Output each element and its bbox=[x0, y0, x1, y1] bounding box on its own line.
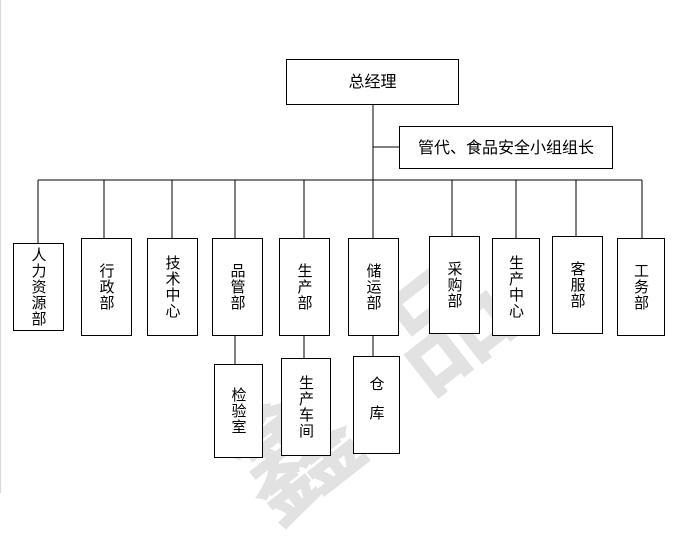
workshop-label: 生产车间 bbox=[297, 375, 315, 439]
dept-hr-label: 人力资源部 bbox=[29, 247, 48, 327]
qc-lab-label: 检验室 bbox=[229, 387, 248, 435]
page-edge bbox=[0, 0, 1, 493]
dept-admin-box: 行政部 bbox=[81, 238, 132, 336]
staff-box: 管代、食品安全小组组长 bbox=[399, 126, 613, 169]
general-manager-label: 总经理 bbox=[348, 72, 397, 91]
org-connectors bbox=[37, 104, 643, 364]
dept-production-center-box: 生产中心 bbox=[492, 238, 540, 336]
dept-logistics-box: 储运部 bbox=[348, 238, 399, 336]
general-manager-box: 总经理 bbox=[286, 59, 459, 105]
qc-lab-box: 检验室 bbox=[214, 364, 263, 458]
dept-engineering-label: 工务部 bbox=[632, 263, 650, 311]
dept-purchasing-label: 采购部 bbox=[445, 261, 464, 309]
dept-production-label: 生产部 bbox=[295, 263, 314, 311]
dept-engineering-box: 工务部 bbox=[617, 238, 665, 336]
warehouse-label: 仓库 bbox=[367, 376, 386, 434]
dept-quality-box: 品管部 bbox=[212, 238, 263, 336]
dept-tech-center-label: 技术中心 bbox=[163, 255, 182, 319]
dept-purchasing-box: 采购部 bbox=[429, 236, 480, 334]
dept-quality-label: 品管部 bbox=[228, 263, 247, 311]
dept-hr-box: 人力资源部 bbox=[13, 243, 64, 331]
dept-customer-service-label: 客服部 bbox=[568, 261, 587, 309]
dept-production-box: 生产部 bbox=[279, 238, 330, 336]
dept-customer-service-box: 客服部 bbox=[552, 236, 603, 334]
dept-production-center-label: 生产中心 bbox=[507, 255, 525, 319]
staff-label: 管代、食品安全小组组长 bbox=[417, 137, 594, 157]
warehouse-box: 仓库 bbox=[353, 356, 400, 454]
dept-tech-center-box: 技术中心 bbox=[147, 238, 198, 336]
workshop-box: 生产车间 bbox=[281, 358, 331, 456]
dept-logistics-label: 储运部 bbox=[364, 263, 383, 311]
dept-admin-label: 行政部 bbox=[97, 263, 116, 311]
